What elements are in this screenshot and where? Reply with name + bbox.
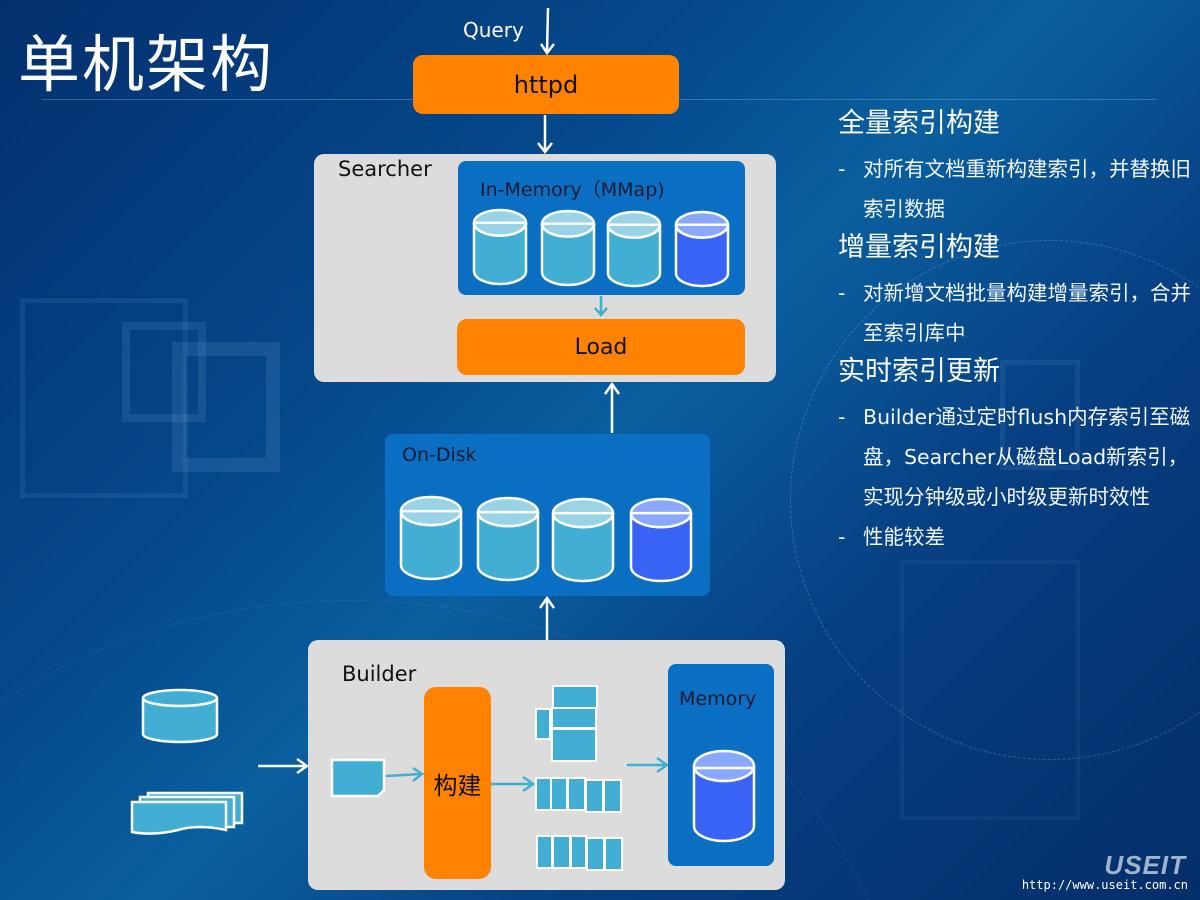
arrow-up-icon xyxy=(603,381,621,433)
arrow-right-icon xyxy=(258,757,310,775)
background-decoration xyxy=(122,322,206,422)
background-decoration xyxy=(20,298,188,498)
note-bullet: 对新增文档批量构建增量索引，合并至索引库中 xyxy=(838,273,1198,353)
memory-label: Memory xyxy=(679,688,757,710)
build-label: 构建 xyxy=(433,771,482,800)
on-disk-segment-icon xyxy=(629,497,693,583)
on-disk-segment-icon xyxy=(476,496,540,582)
document-icon xyxy=(330,758,386,798)
load-label: Load xyxy=(574,334,628,360)
arrow-right-icon xyxy=(385,766,425,782)
on-disk-label: On-Disk xyxy=(402,444,477,466)
arrow-right-icon xyxy=(627,756,670,774)
note-heading: 增量索引构建 xyxy=(838,232,1000,263)
notes-panel: 全量索引构建对所有文档重新构建索引，并替换旧索引数据增量索引构建对新增文档批量构… xyxy=(838,105,1198,557)
on-disk-segment-icon xyxy=(551,497,615,583)
in-memory-segment-icon xyxy=(674,210,730,288)
index-blocks-icon xyxy=(535,685,623,871)
arrow-right-icon xyxy=(491,775,536,793)
httpd-label: httpd xyxy=(513,70,579,99)
arrow-down-icon xyxy=(537,115,553,155)
footer-url: http://www.useit.com.cn xyxy=(1021,878,1188,892)
note-heading: 实时索引更新 xyxy=(838,356,1000,387)
note-bullet: 性能较差 xyxy=(838,517,1198,557)
note-bullet: 对所有文档重新构建索引，并替换旧索引数据 xyxy=(838,149,1198,229)
arrow-up-icon xyxy=(538,595,556,640)
on-disk-segment-icon xyxy=(399,495,463,581)
in-memory-label: In-Memory（MMap) xyxy=(480,179,665,201)
httpd-box: httpd xyxy=(413,55,679,114)
note-heading: 全量索引构建 xyxy=(838,108,1000,139)
background-decoration xyxy=(172,342,280,472)
brand-logo: USEIT xyxy=(1104,850,1186,880)
in-memory-segment-icon xyxy=(472,208,528,286)
load-box: Load xyxy=(457,319,745,375)
arrow-down-icon xyxy=(594,296,608,317)
in-memory-segment-icon xyxy=(540,209,596,287)
build-box: 构建 xyxy=(424,687,491,879)
arrow-down-icon xyxy=(539,7,555,56)
slide-title: 单机架构 xyxy=(18,28,275,101)
documents-icon xyxy=(130,791,244,835)
query-label: Query xyxy=(463,18,524,42)
searcher-label: Searcher xyxy=(338,157,432,181)
memory-segment-icon xyxy=(692,749,756,843)
in-memory-segment-icon xyxy=(606,210,662,288)
database-icon xyxy=(141,688,219,744)
note-bullet: Builder通过定时flush内存索引至磁盘，Searcher从磁盘Load新… xyxy=(838,397,1198,517)
builder-label: Builder xyxy=(342,662,417,686)
